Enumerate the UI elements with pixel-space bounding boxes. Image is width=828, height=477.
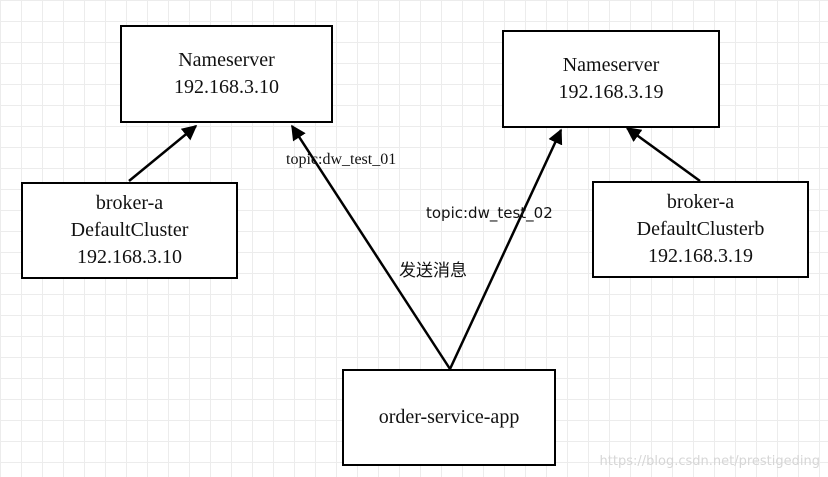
broker-left-box: broker-a DefaultCluster 192.168.3.10 — [21, 182, 238, 279]
broker-right-box: broker-a DefaultClusterb 192.168.3.19 — [592, 181, 809, 278]
arrow-app-to-nameserver-left — [290, 124, 452, 370]
nameserver-right-box: Nameserver 192.168.3.19 — [502, 30, 720, 128]
nameserver-right-ip: 192.168.3.19 — [558, 81, 664, 103]
order-service-app-label: order-service-app — [378, 406, 520, 428]
arrow-broker-left-to-nameserver-left — [128, 125, 198, 182]
nameserver-left-title: Nameserver — [178, 49, 275, 71]
topic-right-label: topic:dw_test_02 — [426, 204, 553, 222]
broker-right-cluster: DefaultClusterb — [636, 218, 765, 240]
broker-right-ip: 192.168.3.19 — [648, 245, 753, 267]
order-service-app-box: order-service-app — [342, 369, 556, 466]
broker-left-cluster: DefaultCluster — [70, 219, 189, 241]
nameserver-left-box: Nameserver 192.168.3.10 — [120, 25, 333, 123]
broker-left-ip: 192.168.3.10 — [77, 246, 182, 268]
broker-left-name: broker-a — [95, 192, 164, 214]
broker-right-name: broker-a — [666, 191, 735, 213]
nameserver-right-title: Nameserver — [562, 54, 660, 76]
arrow-app-to-nameserver-right — [448, 128, 563, 370]
arrow-broker-right-to-nameserver-right — [625, 126, 701, 183]
watermark: https://blog.csdn.net/prestigeding — [599, 454, 820, 469]
topic-left-label: topic:dw_test_01 — [286, 151, 397, 168]
nameserver-left-ip: 192.168.3.10 — [174, 76, 279, 98]
send-message-label: 发送消息 — [399, 261, 467, 281]
